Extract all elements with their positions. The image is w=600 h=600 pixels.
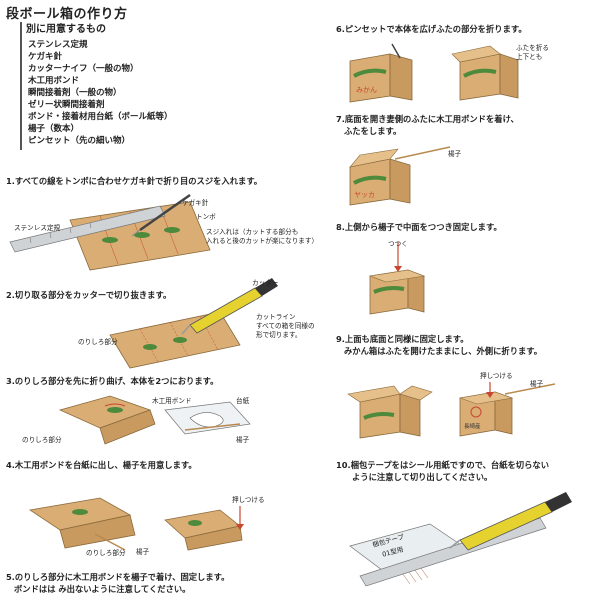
label-suji-1: スジ入れは（カットする部分も: [206, 228, 299, 236]
label-youji-3: 楊子: [236, 436, 250, 444]
step-6-illustration: みかん: [349, 43, 519, 103]
step-9-illustration: 長崎産: [347, 382, 556, 439]
material-item: カッターナイフ（一般の物）: [28, 64, 139, 74]
label-tsutsuku: つつく: [388, 240, 408, 248]
box-print-mikan: みかん: [356, 86, 377, 94]
material-item: ボンド・接着材用台紙（ボール紙等）: [28, 112, 173, 122]
label-oshitsukeru-9: 押しつける: [480, 372, 513, 380]
label-youji-4: 楊子: [136, 548, 150, 556]
step-2-text: 2.切り取る部分をカッターで切り抜きます。: [6, 290, 172, 300]
material-item: ゼリー状瞬間接着剤: [28, 100, 105, 110]
step-5-text-2: ボンドはは み出ないように注意してください。: [14, 584, 191, 594]
label-cutter: カッター: [252, 279, 279, 287]
label-futa: ふたを折る: [516, 44, 549, 52]
box-print-brand: ヤッカ: [354, 191, 375, 199]
step-3-text: 3.のりしろ部分を先に折り曲げ、本体を2つにおります。: [6, 376, 219, 386]
step-10-text-1: 10.梱包テープをはシール用紙ですので、台紙を切らない: [336, 460, 549, 470]
step-3-illustration: [58, 395, 251, 445]
label-uetomo: 上下とも: [516, 53, 543, 61]
label-cutline-1: カットライン: [256, 313, 296, 321]
label-tombo: トンボ: [196, 213, 216, 221]
label-norishiro-4: のりしろ部分: [86, 549, 126, 557]
label-oshitsukeru-4: 押しつける: [232, 496, 265, 504]
label-ruler: ステンレス定規: [14, 224, 61, 232]
step-1-text: 1.すべての線をトンボに合わせケガキ針で折り目のスジを入れます。: [6, 176, 263, 186]
step-8-illustration: [368, 242, 426, 315]
step-7-illustration: ヤッカ: [349, 146, 451, 206]
label-youji-9: 楊子: [530, 380, 544, 388]
material-item: 瞬間接着剤（一般の物）: [28, 88, 122, 98]
label-cutline-2: すべての箱を同様の: [256, 322, 315, 330]
step-6-text: 6.ピンセットで本体を広げふたの部分を折ります。: [336, 24, 527, 34]
step-8-text: 8.上側から楊子で中面をつつき固定します。: [336, 222, 502, 232]
step-2-illustration: [109, 278, 278, 369]
material-item: ピンセット（先の細い物）: [28, 136, 131, 146]
step-9-text-2: みかん箱はふたを開けたままにし、外側に折ります。: [344, 346, 543, 356]
step-4-illustration: [28, 497, 244, 551]
step-10-illustration: [349, 492, 572, 587]
material-item: ケガキ針: [28, 52, 63, 62]
step-9-text-1: 9.上面も底面と同様に固定します。: [336, 334, 469, 344]
step-7-text-2: ふたをします。: [344, 126, 402, 136]
step-4-text: 4.木工用ボンドを台紙に出し、楊子を用意します。: [6, 460, 197, 470]
label-youji-7: 楊子: [448, 150, 462, 158]
label-suji-2: 入れると後のカットが楽になります）: [206, 237, 319, 245]
label-scribe: ケガキ針: [182, 199, 209, 207]
material-item: 楊子（数本）: [28, 124, 80, 134]
step-7-text-1: 7.底面を開き妻側のふたに木工用ボンドを着け、: [336, 114, 519, 124]
page-title: 段ボール箱の作り方: [6, 7, 128, 22]
label-norishiro-3: のりしろ部分: [22, 436, 62, 444]
step-5-text-1: 5.のりしろ部分に木工用ボンドを楊子で着け、固定します。: [6, 572, 230, 582]
box-print-seal: 長崎産: [464, 422, 481, 430]
step-1-illustration: [9, 193, 211, 271]
step-10-text-2: ように注意して切り出してください。: [352, 472, 493, 482]
label-cutline-3: 形で切ります。: [256, 331, 302, 339]
materials-box: [20, 22, 172, 150]
label-norishiro-2: のりしろ部分: [78, 338, 118, 346]
label-daishi: 台紙: [236, 397, 250, 405]
material-item: 木工用ボンド: [28, 76, 80, 86]
material-item: ステンレス定規: [28, 40, 88, 50]
label-bond: 木工用ボンド: [152, 397, 192, 405]
materials-heading: 別に用意するもの: [26, 24, 106, 35]
